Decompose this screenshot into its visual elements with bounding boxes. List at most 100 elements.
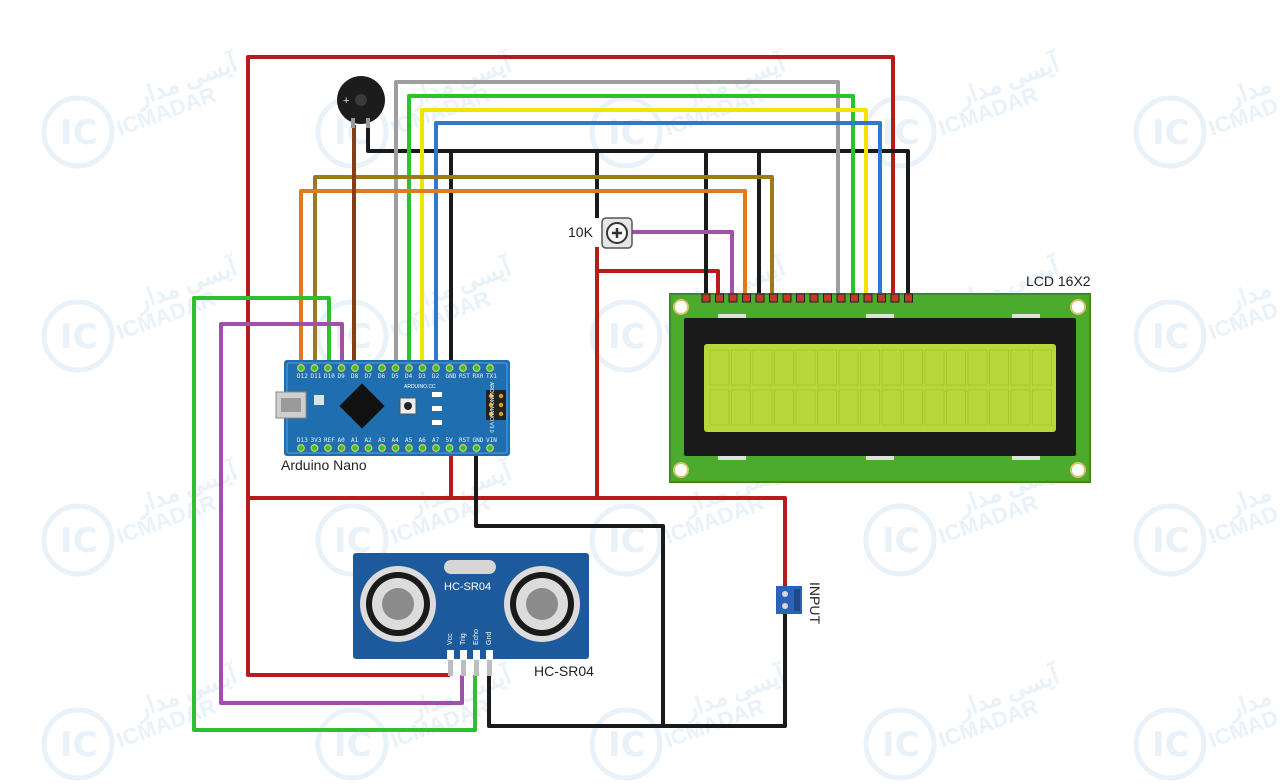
nano-pin [378, 364, 386, 372]
nano-pin [418, 364, 427, 372]
watermark-logo: IC [60, 317, 98, 357]
lcd-cell [752, 389, 773, 426]
nano-pin-label: A2 [365, 437, 373, 444]
wire-yellow [420, 108, 868, 368]
lcd-cell [1010, 389, 1031, 426]
sensor-label: HC-SR04 [534, 663, 594, 679]
lcd-cell [924, 349, 945, 386]
lcd-cell [881, 349, 902, 386]
wires [192, 55, 910, 732]
nano-pin [486, 444, 494, 452]
sensor-face-text: HC-SR04 [444, 581, 491, 593]
lcd-pin [823, 293, 832, 303]
nano-pin-label: REF [324, 437, 335, 444]
nano-pin [378, 444, 386, 452]
watermark-logo: IC [608, 113, 646, 153]
sensor-pin-pad [447, 650, 454, 660]
nano-pin-label: D8 [351, 373, 359, 380]
sensor-pin [474, 660, 479, 676]
nano-pin [364, 364, 373, 372]
lcd-character-grid [709, 349, 1052, 426]
watermark-logo: IC [608, 317, 646, 357]
nano-pin-label: A7 [432, 437, 440, 444]
lcd-pin [850, 293, 859, 303]
sensor-pin-label: Trig [460, 633, 467, 645]
wire-blue [434, 121, 882, 368]
lcd-cell [795, 349, 816, 386]
wire-gray [394, 80, 840, 368]
nano-pin-label: D10 [324, 373, 335, 380]
lcd-pin [877, 293, 886, 303]
wire-red-bus [248, 496, 787, 588]
watermark-logo: IC [60, 521, 98, 561]
nano-pin-label: 5V [446, 437, 454, 444]
lcd-cell [817, 349, 837, 386]
sensor-pin [487, 660, 492, 676]
input-terminal: INPUT [776, 582, 823, 624]
nano-pin-label: RX0 [473, 373, 484, 380]
lcd-module: LCD 16X2 [669, 273, 1091, 483]
wire-purple-trig [219, 322, 464, 705]
wire-red-top-rail [246, 55, 895, 677]
wire-green-echo [192, 296, 477, 732]
nano-pin [405, 444, 413, 452]
lcd-cell [731, 389, 751, 426]
arduino-label: Arduino Nano [281, 457, 367, 473]
lcd-cell [903, 389, 923, 426]
lcd-cell [946, 389, 966, 426]
sensor-pin-label: Gnd [486, 632, 493, 645]
nano-pin [418, 444, 427, 452]
wire-green [407, 94, 855, 368]
lcd-cell [838, 389, 859, 426]
watermark-logo: IC [1152, 317, 1190, 357]
nano-pin [459, 444, 467, 452]
buzzer: + [337, 76, 385, 128]
lcd-cell [709, 389, 730, 426]
lcd-pin [796, 293, 805, 303]
nano-pin-label: A3 [378, 437, 386, 444]
lcd-cell [967, 389, 988, 426]
lcd-cell [881, 389, 902, 426]
buzzer-plus-mark: + [343, 95, 349, 107]
lcd-pin [742, 293, 751, 303]
nano-pin [364, 444, 373, 452]
nano-pin [432, 444, 440, 452]
nano-model-text: ARDUINO NANO V3.0 [488, 382, 494, 433]
nano-pin-label: TX1 [486, 373, 497, 380]
nano-pin [445, 444, 454, 452]
sensor-pin-label: Echo [473, 629, 480, 645]
nano-pin [432, 364, 440, 372]
nano-pin [391, 364, 400, 372]
sensor-pin [448, 660, 453, 676]
lcd-cell [1032, 389, 1052, 426]
nano-pin-label: D3 [419, 373, 427, 380]
nano-pin-label: GND [473, 437, 484, 444]
nano-pin-label: D5 [392, 373, 400, 380]
lcd-cell [817, 389, 837, 426]
lcd-cell [1032, 349, 1052, 386]
nano-pin [310, 444, 319, 452]
watermark-logo: IC [882, 521, 920, 561]
nano-pin-label: A0 [338, 437, 346, 444]
lcd-pin [701, 293, 711, 303]
nano-pin-label: D12 [297, 373, 308, 380]
pot-label: 10K [568, 224, 594, 240]
lcd-cell [795, 389, 816, 426]
nano-pin [459, 364, 467, 372]
lcd-header [701, 293, 913, 303]
watermark-logo: IC [882, 725, 920, 765]
nano-pin-label: GND [446, 373, 457, 380]
nano-pin-label: A4 [392, 437, 400, 444]
